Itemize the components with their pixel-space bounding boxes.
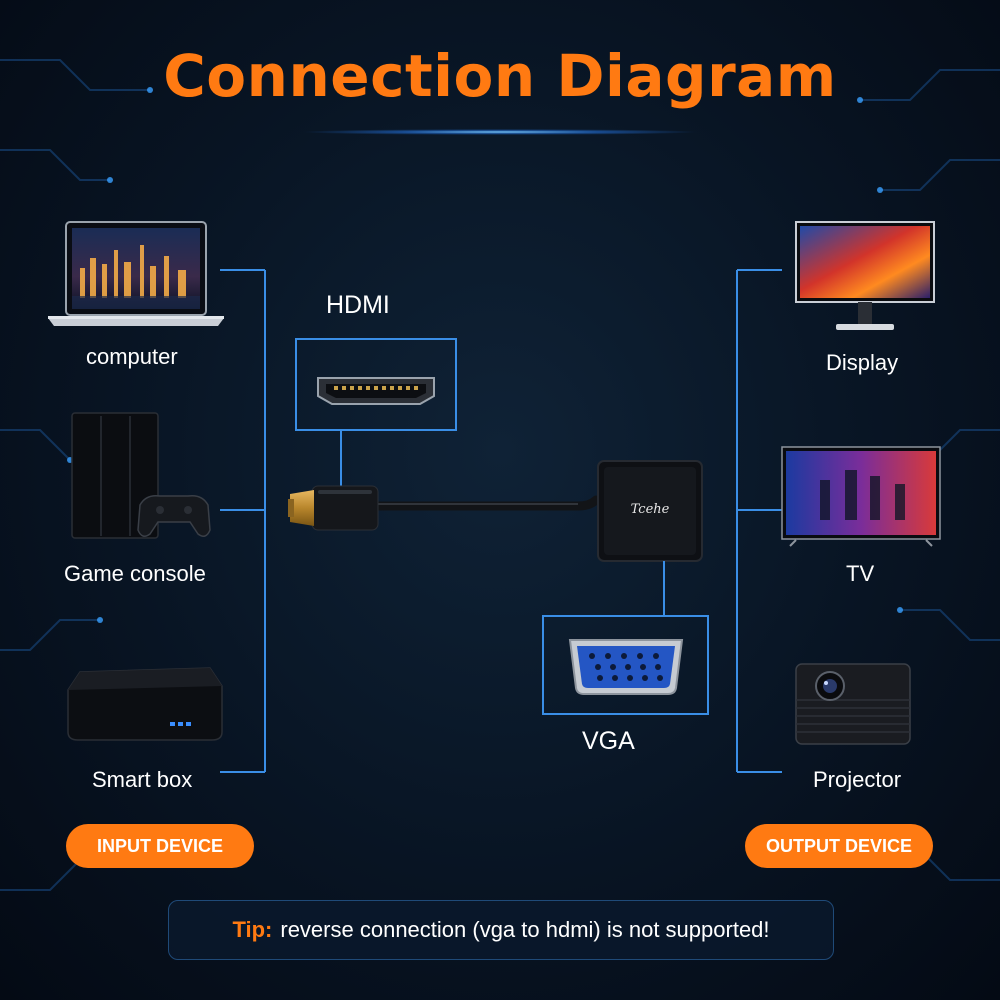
game-console-icon bbox=[71, 412, 211, 539]
tip-text: reverse connection (vga to hdmi) is not … bbox=[280, 917, 770, 942]
vga-port-icon bbox=[568, 639, 684, 695]
output-device-label-tv: TV bbox=[846, 561, 875, 586]
output-connector-lines bbox=[736, 269, 782, 773]
tip-key: Tip: bbox=[232, 917, 273, 942]
output-device-label-projector: Projector bbox=[813, 767, 902, 792]
title-underline-glow bbox=[300, 129, 700, 135]
smart-box-icon bbox=[67, 667, 223, 741]
input-device-label-computer: computer bbox=[86, 344, 178, 369]
adapter-box bbox=[597, 460, 703, 562]
projector-icon bbox=[795, 663, 911, 745]
output-device-label-display: Display bbox=[826, 350, 899, 375]
vga-port-box bbox=[542, 615, 709, 715]
input-connector-lines bbox=[220, 269, 266, 773]
page-title: Connection Diagram bbox=[163, 42, 837, 110]
laptop-icon bbox=[48, 221, 224, 326]
tv-icon bbox=[781, 446, 941, 547]
circuit-traces bbox=[0, 59, 1000, 891]
vga-label: VGA bbox=[582, 727, 635, 755]
monitor-icon bbox=[795, 221, 935, 330]
hdmi-label: HDMI bbox=[326, 291, 390, 319]
tip-banner: Tip: reverse connection (vga to hdmi) is… bbox=[168, 900, 834, 960]
adapter-cable bbox=[373, 495, 601, 511]
adapter-logo: Tcehe bbox=[630, 502, 670, 517]
hdmi-port-icon bbox=[317, 377, 435, 405]
input-device-badge: INPUT DEVICE bbox=[66, 824, 254, 868]
hdmi-plug-icon bbox=[288, 485, 379, 531]
input-device-label-smart-box: Smart box bbox=[92, 767, 193, 792]
output-device-badge: OUTPUT DEVICE bbox=[745, 824, 933, 868]
input-device-label-game-console: Game console bbox=[64, 561, 206, 586]
hdmi-port-box bbox=[295, 338, 457, 431]
